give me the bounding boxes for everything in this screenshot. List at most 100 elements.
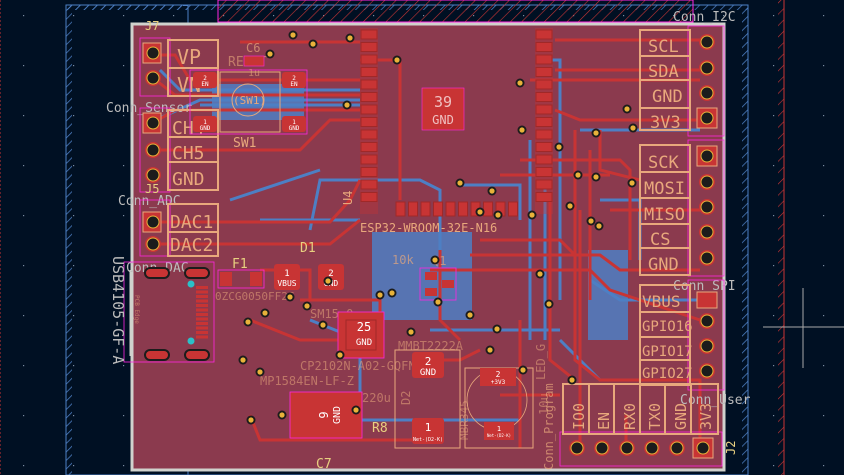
inductor-l1[interactable]: 2 +3V3 1 Net-(D2-K) MBR345 [458,367,534,449]
pin-label-dac2: DAC2 [170,235,213,256]
via [279,412,285,418]
d2-pad-num: 1 [425,421,432,434]
diode-d2[interactable]: 2 GND 1 Net-(D2-K) D2 220u [362,349,461,449]
pin-label-gpio16: GPIO16 [642,319,693,335]
via [517,80,523,86]
conn-i2c-label: Conn_I2C [673,10,736,25]
pin-label-miso: MISO [644,205,685,225]
u4-left-pad [360,79,378,90]
sw1-pad-num: 2 [292,75,296,82]
via [377,292,383,298]
u4-right-pad [535,179,553,190]
usb-pin-pad [196,335,208,339]
u4-left-pad [360,129,378,140]
usb-pin-pad [196,290,208,294]
pin-label-cs: CS [650,230,670,250]
via [389,290,395,296]
sw1-fab-label: (SW1) [233,94,266,107]
via [408,329,414,335]
via [489,188,495,194]
usb-connector[interactable]: USB4105-GF-A PCB Edge [109,256,215,364]
u4-left-pad [360,167,378,177]
via [567,203,573,209]
l1-pad-net: Net-(D2-K) [487,433,511,438]
u4-bottom-pad [408,201,418,217]
pin-label-rx0: RX0 [621,403,639,430]
module-u4-esp32[interactable]: 39 GND ESP32-WROOM-32E-N16 U4 [341,28,553,235]
via [569,377,575,383]
via [588,218,594,224]
u4-right-pad [535,54,553,65]
d2-pad-net: GND [420,368,436,378]
u4-right-pad [535,117,553,127]
via [248,417,254,423]
u4-left-pad [360,192,378,202]
fuse-f1[interactable]: F1 0ZCG0050FF2C [215,257,294,303]
via [337,352,343,358]
d2-pad-num: 2 [425,355,432,368]
u4-bottom-pad [458,201,468,217]
u3-pad-net: GND [332,406,343,424]
l1-pad-num: 2 [496,370,501,379]
via [556,144,562,150]
u3-value: MP1584EN-LF-Z [260,374,354,388]
u4-bottom-pad [508,201,518,217]
d2-pad-net: Net-(D2-K) [413,437,443,443]
u4-right-pad [535,167,553,177]
c6-value: 1u [248,68,260,79]
sw1-ref: SW1 [233,136,256,151]
usb-pin-pad [196,317,208,321]
pin-label-gpio27: GPIO27 [642,366,693,382]
connector-i2c[interactable]: SCL SDA GND 3V3 [639,25,725,137]
usb-pin-pad [196,313,208,316]
u4-right-pad [535,192,553,202]
u4-bottom-pad [420,201,431,217]
sw1-pad-num: 2 [203,75,207,82]
sw1-pad-num: 1 [292,119,296,126]
via [529,212,535,218]
via [290,32,296,38]
d1-ref: D1 [300,241,316,256]
u4-bottom-pad [395,201,406,217]
sw1-pad-net: GND [289,125,300,132]
u2-pad-net: GND [356,338,372,348]
u4-bottom-pad [445,201,456,217]
via [267,51,273,57]
ref-j2: J2 [724,441,738,455]
chip-u2-cp2102n[interactable]: 25 GND CP2102N-A02-GQFN24 [300,311,430,373]
via [347,35,353,41]
u4-value: ESP32-WROOM-32E-N16 [360,221,497,235]
c7-ref: C7 [316,457,332,472]
u4-left-pad [360,104,378,115]
pin-label-3v3-prog: 3V3 [697,403,715,430]
u4-left-pad [360,92,378,102]
pin-label-sck: SCK [648,153,679,173]
u4-right-pad [535,129,553,140]
u4-left-pad [360,142,378,152]
pin-label-dac1: DAC1 [170,212,213,233]
conn-sensor-label: Conn_Sensor [106,101,192,116]
via [353,407,359,413]
via [520,367,526,373]
connector-spi[interactable]: SCK MOSI MISO CS GND [639,139,725,277]
chip-u3-mp1584[interactable]: 9 GND MP1584EN-LF-Z [260,374,363,439]
u3-pad-number: 9 [317,411,331,418]
connector-j6[interactable]: DAC1 DAC2 [139,199,219,257]
connector-user[interactable]: VBUS GPIO16 GPIO17 GPIO27 [639,279,725,391]
pin-label-gnd-prog: GND [672,403,690,430]
sw1-pad-net: GND [200,125,211,132]
d1-pad-net: VBUS [277,279,296,288]
usb-pin-pad [196,299,208,303]
u4-right-pad [535,92,553,102]
capacitor-c6[interactable]: C6 1u [243,41,265,79]
via [310,41,316,47]
u2-value: CP2102N-A02-GQFN24 [300,359,430,373]
usb-pin-pad [196,331,208,334]
pin-label-en: EN [595,412,613,430]
usb-pin-pad [196,326,208,330]
connector-program-j2[interactable]: IO0 EN RX0 TX0 GND 3V3 J2 [559,383,738,467]
connector-j7[interactable]: J7 VP VN [139,19,219,97]
u4-ref: U4 [341,191,355,205]
usb-pin-pad [196,322,208,325]
